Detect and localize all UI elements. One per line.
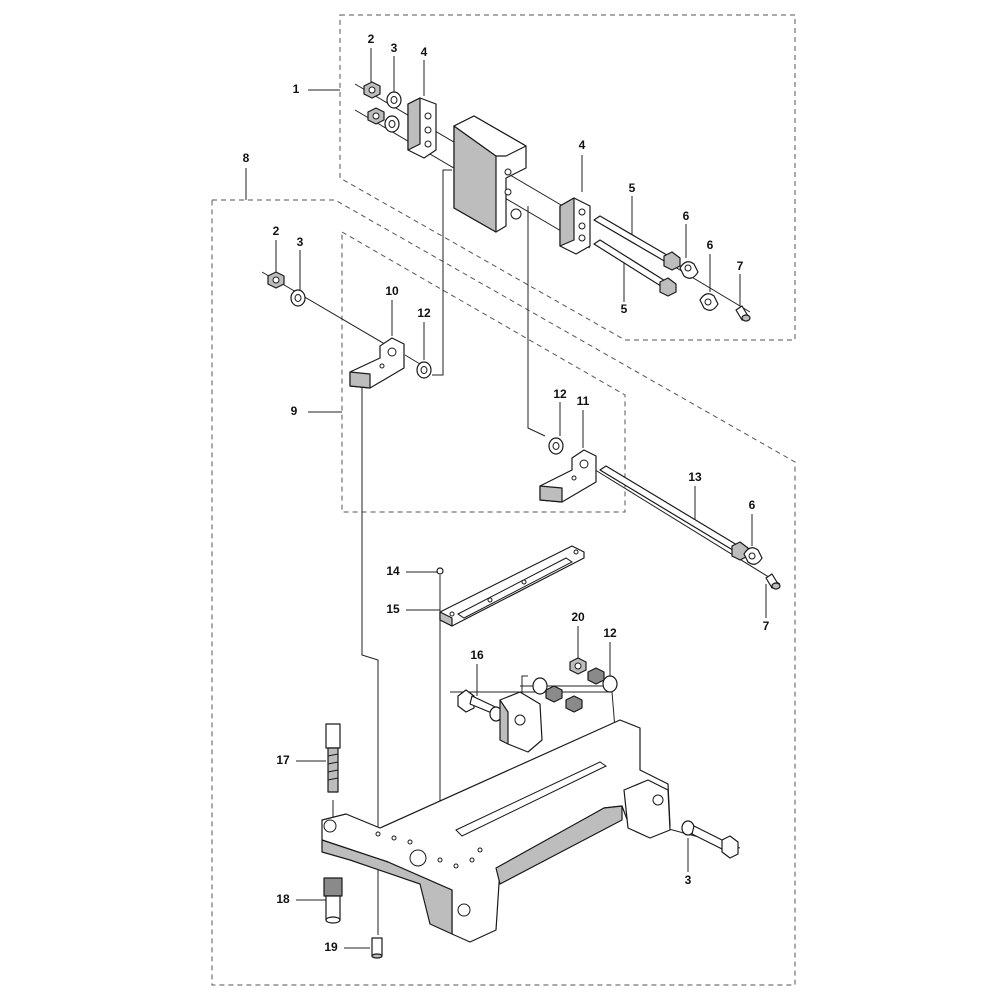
part-screw-17 <box>325 723 341 793</box>
part-center-block <box>453 115 527 233</box>
part-plate-15 <box>439 545 585 627</box>
callout-15: 15 <box>386 602 400 616</box>
part-bolt-3-lower <box>681 820 739 859</box>
callout-6: 6 <box>749 498 756 512</box>
callout-4: 4 <box>579 138 586 152</box>
callout-13: 13 <box>688 470 702 484</box>
part-screw-14 <box>436 567 444 575</box>
part-bracket-4-left <box>407 97 437 159</box>
part-bushing-18 <box>323 877 343 924</box>
callout-4: 4 <box>421 45 428 59</box>
part-washer-12-b <box>548 437 564 455</box>
callout-1: 1 <box>293 82 300 96</box>
callout-18: 18 <box>276 892 290 906</box>
callout-6: 6 <box>683 209 690 223</box>
callout-10: 10 <box>385 284 399 298</box>
group-frame-9 <box>341 231 626 513</box>
callout-20: 20 <box>571 610 585 624</box>
callout-3: 3 <box>297 235 304 249</box>
callout-12: 12 <box>417 306 431 320</box>
callout-17: 17 <box>276 753 290 767</box>
part-nuts-20 <box>532 657 618 713</box>
callout-19: 19 <box>324 940 338 954</box>
callout-5: 5 <box>629 181 636 195</box>
part-nut-2-upper <box>363 81 385 125</box>
part-screw-7-upper <box>735 305 751 322</box>
callout-2: 2 <box>273 224 280 238</box>
part-washer-3-upper <box>384 91 402 133</box>
callout-2: 2 <box>368 32 375 46</box>
part-rod-5 <box>593 215 681 297</box>
part-washer-3-left <box>290 289 306 307</box>
callout-3: 3 <box>685 873 692 887</box>
callout-9: 9 <box>291 404 298 418</box>
group-frame-1 <box>339 14 796 341</box>
part-nut-2-left <box>267 271 285 289</box>
callout-labels: 1 2 3 4 4 5 5 6 6 7 8 2 3 10 12 9 12 11 … <box>243 32 770 954</box>
leader-lines <box>245 48 767 949</box>
part-arm-11 <box>539 449 597 503</box>
callout-7: 7 <box>737 259 744 273</box>
callout-7: 7 <box>763 619 770 633</box>
part-washer-12-a <box>416 361 432 379</box>
part-clamp-6-upper <box>679 261 719 311</box>
part-bolt-16 <box>457 689 507 722</box>
part-rod-13 <box>599 465 749 561</box>
part-bracket-4-right <box>559 197 591 255</box>
callout-5: 5 <box>621 302 628 316</box>
group-frame-8 <box>211 199 796 986</box>
callout-12: 12 <box>553 387 567 401</box>
callout-6: 6 <box>707 238 714 252</box>
part-clamp-6-lower <box>743 547 763 565</box>
callout-3: 3 <box>391 41 398 55</box>
part-base-frame <box>321 691 671 943</box>
callout-11: 11 <box>577 394 590 408</box>
callout-8: 8 <box>243 151 250 165</box>
part-arm-10 <box>349 337 405 389</box>
callout-16: 16 <box>470 648 484 662</box>
callout-12: 12 <box>603 626 617 640</box>
part-screw-7-lower <box>765 573 781 590</box>
callout-14: 14 <box>386 564 400 578</box>
part-screw-19 <box>371 937 383 959</box>
